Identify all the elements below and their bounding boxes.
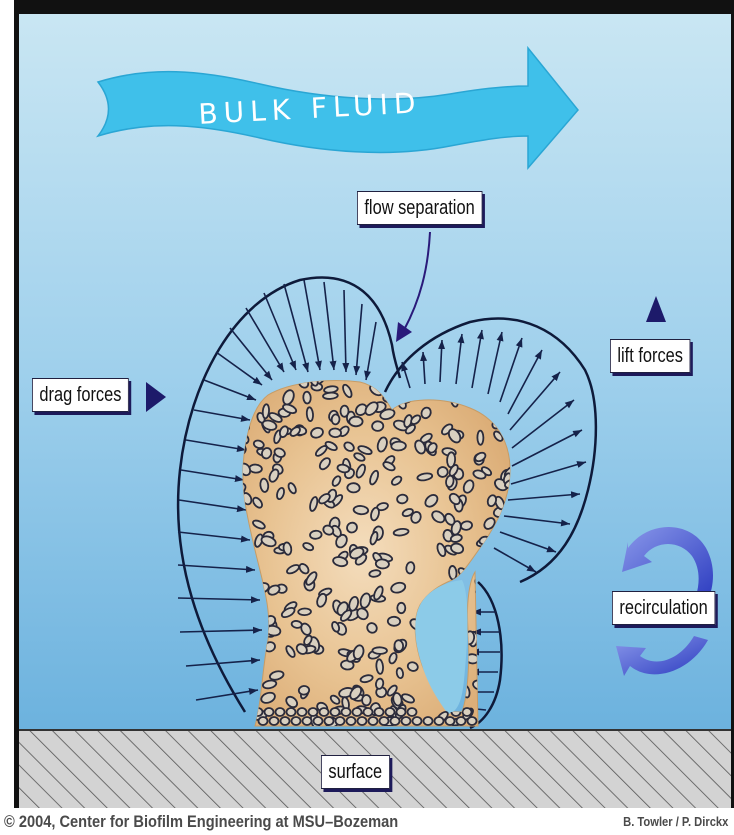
bacterial-cell bbox=[309, 708, 318, 716]
bacterial-cell bbox=[413, 717, 422, 725]
bacterial-cell bbox=[402, 717, 411, 725]
bacterial-cell bbox=[477, 431, 483, 445]
bacterial-cell bbox=[336, 717, 345, 725]
bacterial-cell bbox=[265, 708, 274, 716]
bacterial-cell bbox=[408, 708, 417, 716]
bacterial-cell bbox=[347, 717, 356, 725]
bacterial-cell bbox=[329, 428, 341, 437]
bacterial-cell bbox=[406, 562, 416, 574]
bacterial-cell bbox=[375, 708, 384, 716]
bacterial-cell bbox=[397, 603, 405, 613]
bacterial-cell bbox=[457, 717, 466, 725]
lift-forces-label: lift forces bbox=[610, 339, 690, 373]
bacterial-cell bbox=[298, 685, 309, 695]
bacterial-cell bbox=[314, 717, 323, 725]
bacterial-cell bbox=[303, 391, 311, 403]
bacterial-cell bbox=[375, 559, 389, 569]
bacterial-cell bbox=[292, 717, 301, 725]
bacterial-cell bbox=[281, 717, 290, 725]
bacterial-cell bbox=[323, 392, 338, 399]
bacterial-cell bbox=[391, 717, 400, 725]
bacterial-cell bbox=[380, 717, 389, 725]
bacterial-cell bbox=[331, 414, 340, 425]
bacterial-cell bbox=[446, 717, 455, 725]
drag-forces-label: drag forces bbox=[32, 378, 129, 412]
bacterial-cell bbox=[364, 708, 373, 716]
copyright-text: © 2004, Center for Biofilm Engineering a… bbox=[4, 808, 398, 835]
bacterial-cell bbox=[342, 708, 351, 716]
bacterial-cell bbox=[306, 407, 313, 421]
bacterial-cell bbox=[331, 708, 340, 716]
bacterial-cell bbox=[310, 530, 322, 539]
bacterial-cell bbox=[259, 717, 268, 725]
bacterial-cell bbox=[287, 708, 296, 716]
bacterial-cell bbox=[262, 404, 269, 419]
bacterial-cell bbox=[353, 708, 362, 716]
bacterial-cell bbox=[325, 717, 334, 725]
bacterial-cell bbox=[353, 505, 368, 514]
surface-label: surface bbox=[321, 755, 390, 789]
author-credits: B. Towler / P. Dirckx bbox=[623, 808, 728, 835]
bacterial-cell bbox=[298, 608, 311, 615]
bacterial-cell bbox=[468, 717, 477, 725]
bacterial-cell bbox=[394, 640, 404, 652]
bacterial-cell bbox=[298, 708, 307, 716]
bacterial-cell bbox=[362, 695, 371, 706]
bacterial-cell bbox=[372, 421, 384, 431]
bacterial-cell bbox=[388, 617, 401, 626]
bacterial-cell bbox=[391, 441, 406, 451]
bacterial-cell bbox=[463, 708, 472, 716]
bacterial-cell bbox=[347, 483, 360, 493]
bacterial-cell bbox=[386, 708, 395, 716]
bacterial-cell bbox=[349, 417, 362, 427]
bacterial-cell bbox=[397, 708, 406, 716]
bacterial-cell bbox=[270, 717, 279, 725]
bacterial-cell bbox=[340, 406, 348, 417]
bacterial-cell bbox=[320, 708, 329, 716]
bacterial-cell bbox=[435, 717, 444, 725]
bacterial-cell bbox=[303, 717, 312, 725]
bacterial-cell bbox=[376, 659, 384, 674]
bacterial-cell bbox=[424, 717, 433, 725]
bacterial-cell bbox=[369, 717, 378, 725]
bacterial-cell bbox=[396, 494, 408, 504]
recirculation-label: recirculation bbox=[612, 591, 715, 625]
bacterial-cell bbox=[358, 717, 367, 725]
flow-separation-label: flow separation bbox=[357, 191, 482, 225]
bacterial-cell bbox=[372, 647, 387, 654]
bacterial-cell bbox=[276, 708, 285, 716]
bacterial-cell bbox=[260, 478, 269, 492]
